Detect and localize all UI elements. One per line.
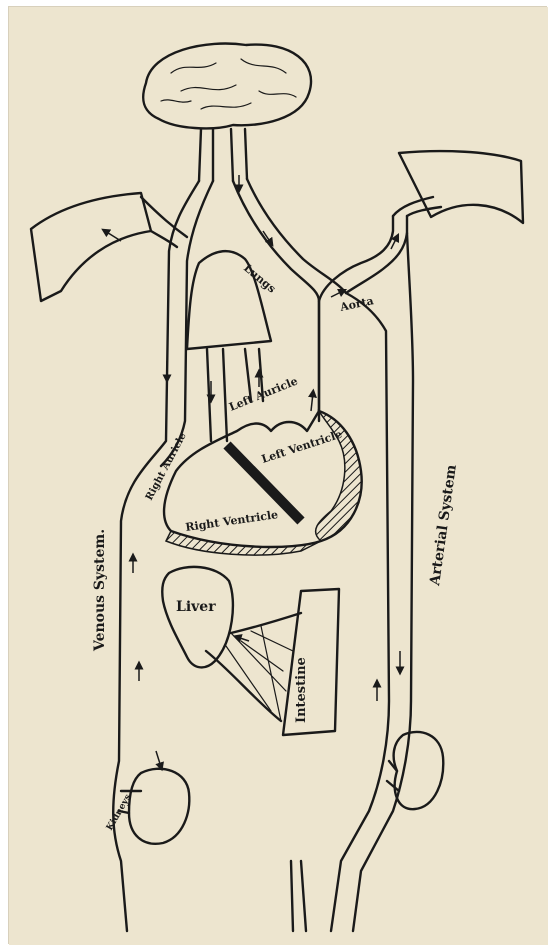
label-intestine: Intestine bbox=[294, 657, 309, 723]
label-liver: Liver bbox=[176, 599, 216, 615]
paper-background bbox=[9, 7, 548, 945]
circulation-diagram: Lungs Left Auricle Aorta Left Ventricle … bbox=[9, 7, 548, 945]
label-venous-system: Venous System. bbox=[92, 529, 108, 652]
diagram-frame: Lungs Left Auricle Aorta Left Ventricle … bbox=[8, 6, 547, 944]
